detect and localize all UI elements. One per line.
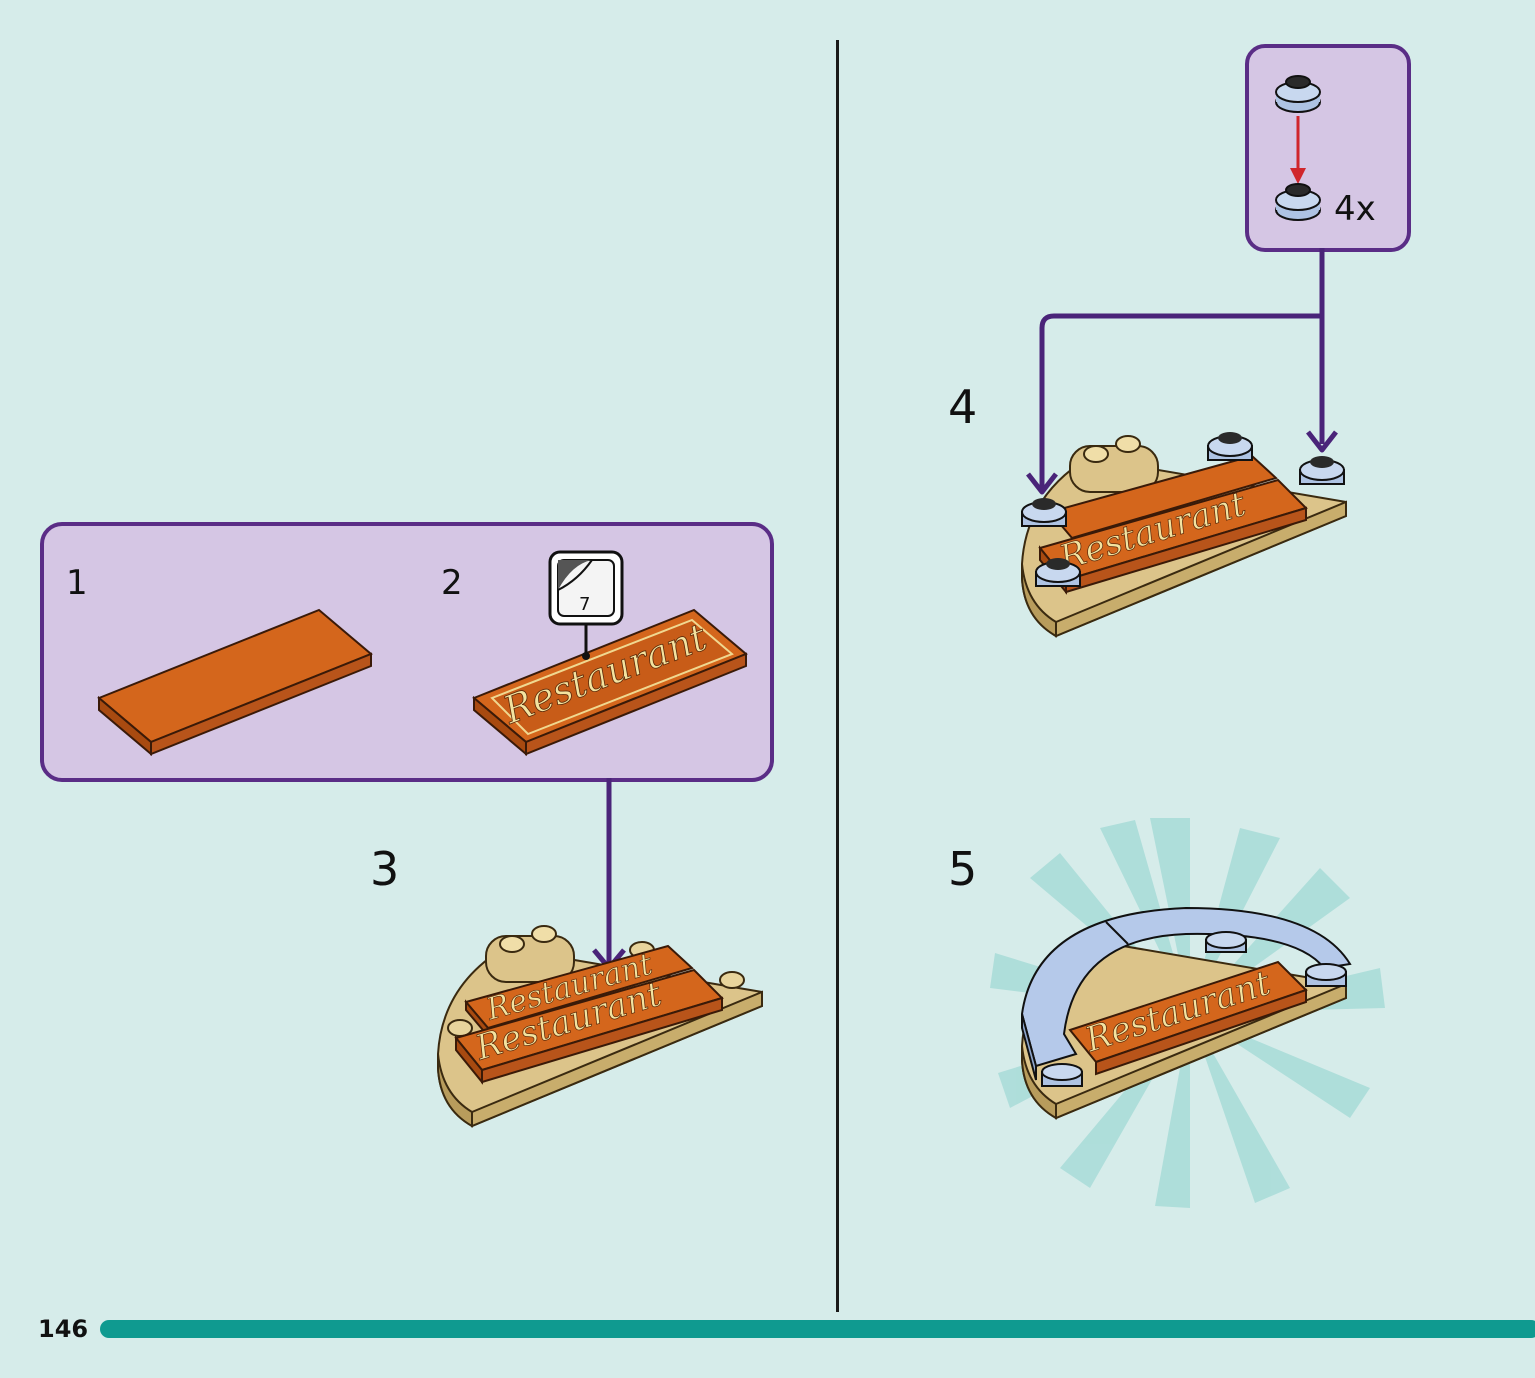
orange-tile-plain: [97, 608, 373, 757]
page-number: 146: [38, 1315, 89, 1343]
step-number-4: 4: [948, 380, 978, 434]
sticker-callout-icon: 7: [548, 550, 624, 660]
sticker-number: 7: [579, 594, 590, 615]
part-quantity: 4x: [1334, 189, 1376, 229]
step-number-5: 5: [948, 842, 978, 896]
round-plate-1: [1021, 498, 1067, 527]
step5-round-plate-right: [1305, 963, 1347, 987]
step-number-3: 3: [370, 842, 400, 896]
step3-model: Restaurant Restaurant: [437, 925, 763, 1128]
round-plate-stack-icon: [1275, 75, 1321, 221]
step5-round-plate-back: [1205, 931, 1247, 953]
round-plate-3: [1207, 432, 1253, 461]
round-plate-4: [1299, 456, 1345, 485]
round-plate-2: [1035, 558, 1081, 587]
parts-callout-panel: [1245, 44, 1411, 252]
step5-model: Restaurant: [1020, 906, 1352, 1120]
orange-tile-with-sticker: Restaurant: [472, 608, 748, 757]
substep-number-1: 1: [66, 563, 88, 603]
callout-to-model-arrows: [1026, 248, 1338, 495]
step5-round-plate-left: [1041, 1063, 1083, 1087]
progress-bar: [100, 1320, 1535, 1338]
step4-model: Restaurant: [1021, 432, 1347, 638]
substep-number-2: 2: [441, 563, 463, 603]
page-divider: [836, 40, 839, 1312]
